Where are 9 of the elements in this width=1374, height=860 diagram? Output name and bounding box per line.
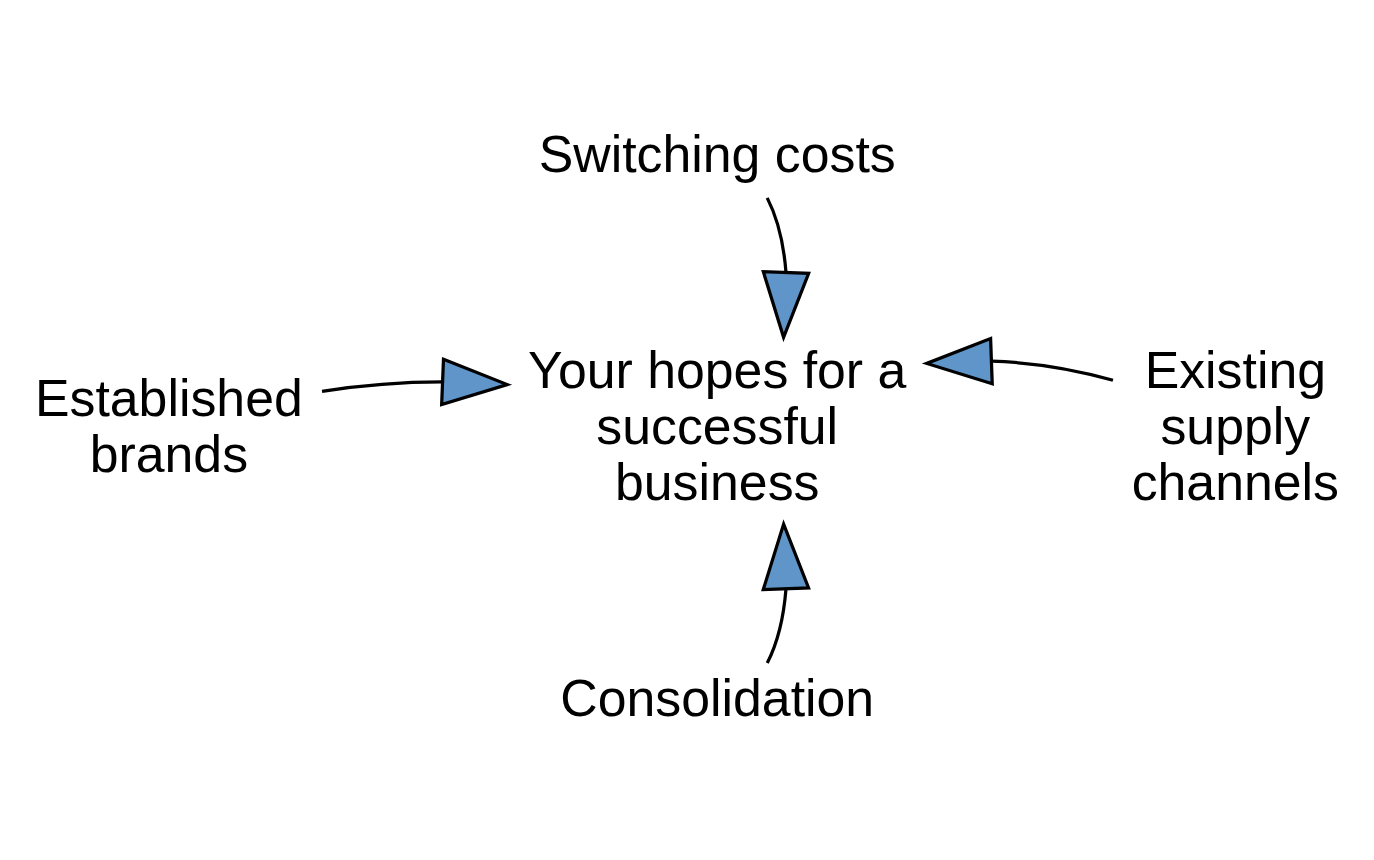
arrow	[921, 335, 1114, 386]
node-text: Established brands	[34, 368, 303, 483]
node-text: Existing supply channels	[1131, 340, 1339, 511]
arrow	[321, 356, 513, 407]
node-text: Your hopes for a successful business	[528, 340, 907, 511]
arrow	[761, 518, 811, 664]
node-text: Switching costs	[538, 124, 896, 183]
arrow	[761, 196, 811, 342]
node-text: Consolidation	[560, 668, 875, 727]
